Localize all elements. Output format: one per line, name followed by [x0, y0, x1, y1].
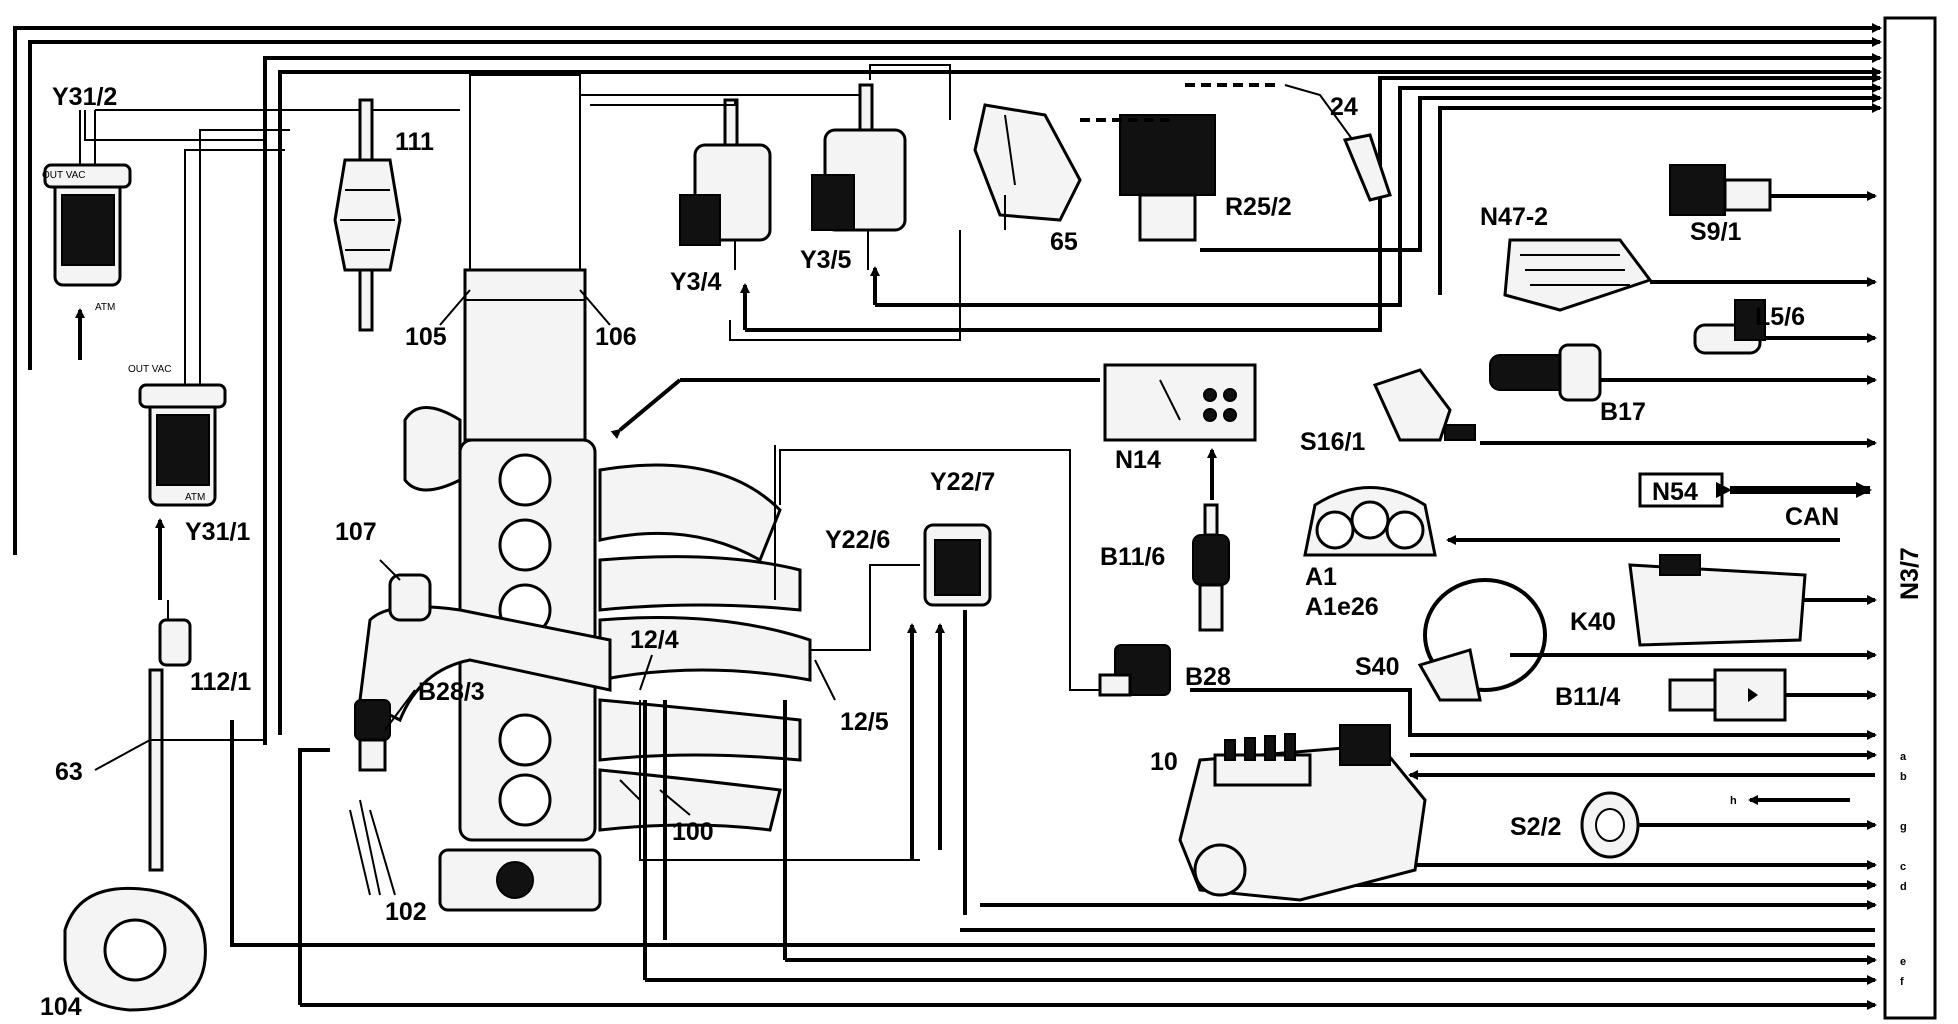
label-107: 107: [335, 518, 377, 546]
steering-wheel-s40: S40: [1355, 578, 1547, 702]
label-y22-6: Y22/6: [825, 526, 890, 554]
sensor-b11-6: B11/6: [1100, 503, 1230, 632]
instrument-cluster-a1: A1 A1e26: [1303, 486, 1437, 621]
label-y22-7: Y22/7: [930, 468, 995, 496]
label-65: 65: [1050, 228, 1078, 256]
label-12-5: 12/5: [840, 708, 889, 736]
label-a1: A1: [1305, 563, 1337, 591]
vacuum-pump-104: 104 63: [40, 668, 265, 1021]
module-n14: N14: [1103, 363, 1257, 500]
label-24: 24: [1330, 93, 1358, 121]
label-111: 111: [395, 128, 434, 156]
sensor-l5-6: L5/6: [1693, 299, 1805, 355]
actuator-r25-2: R25/2: [1080, 83, 1292, 242]
signal-lines: [230, 191, 1877, 1010]
sensor-b28: B28: [779, 449, 1231, 697]
label-atm-mid: ATM: [185, 492, 205, 503]
switch-s16-1: S16/1: [1300, 368, 1476, 456]
intake-trunk: 105 106: [405, 74, 637, 442]
label-k40: K40: [1570, 608, 1616, 636]
valve-y22: Y22/7 Y22/6: [810, 468, 995, 915]
sensor-b11-4: B11/4: [1555, 668, 1787, 722]
label-12-4: 12/4: [630, 626, 679, 654]
label-y31-1: Y31/1: [185, 518, 250, 546]
lower-lines: [298, 378, 1100, 1005]
pin-g: g: [1900, 821, 1907, 833]
label-a1e26: A1e26: [1305, 593, 1379, 621]
label-y3-4: Y3/4: [670, 268, 722, 296]
label-s2-2: S2/2: [1510, 813, 1561, 841]
label-y31-2: Y31/2: [52, 83, 117, 111]
label-b28-3: B28/3: [418, 678, 485, 706]
label-n47-2: N47-2: [1480, 203, 1548, 231]
label-out-vac-top: OUT VAC: [42, 170, 86, 181]
switch-s9-1: S9/1: [1669, 164, 1772, 246]
switch-s2-2: S2/2: [1510, 791, 1640, 859]
vacuum-lines-top: [579, 64, 1402, 341]
sensor-b17: B17: [1489, 343, 1646, 426]
pin-h: h: [1730, 795, 1737, 807]
label-112-1: 112/1: [190, 668, 251, 696]
label-out-vac-mid: OUT VAC: [128, 364, 172, 375]
label-104: 104: [40, 993, 82, 1021]
pin-d: d: [1900, 881, 1907, 893]
accelerator-pedal-24: 24: [1284, 84, 1392, 202]
ports-12: 12/4 12/5: [630, 626, 889, 736]
top-bus-lines: [13, 23, 1882, 745]
label-b11-6: B11/6: [1100, 543, 1165, 571]
label-s40: S40: [1355, 653, 1399, 681]
label-102: 102: [385, 898, 427, 926]
label-y3-5: Y3/5: [800, 246, 852, 274]
pin-a: a: [1900, 751, 1907, 763]
fuel-filter-111: 111: [333, 98, 434, 332]
sensor-b28-3: B28/3: [354, 678, 485, 772]
label-n3-7: N3/7: [1896, 547, 1924, 600]
valve-y3-5: Y3/5: [800, 83, 907, 305]
vacuum-lines-left: [84, 109, 460, 385]
vacuum-transducer-y31-2: Y31/2 OUT VAC ATM: [42, 83, 132, 360]
label-63: 63: [55, 758, 83, 786]
can-bus-connection: N54 CAN: [1638, 472, 1872, 531]
control-module-n47-2: N47-2: [1480, 203, 1653, 312]
label-106: 106: [595, 323, 637, 351]
valve-y3-4: Y3/4: [670, 98, 772, 330]
label-b17: B17: [1600, 398, 1646, 426]
label-s9-1: S9/1: [1690, 218, 1742, 246]
label-100: 100: [672, 818, 714, 846]
pin-e: e: [1900, 956, 1906, 968]
vacuum-transducer-y31-1: OUT VAC ATM Y31/1 112/1: [128, 364, 251, 696]
injection-pump-10: 10: [1150, 724, 1427, 902]
label-n54: N54: [1652, 478, 1698, 506]
lever-65: 65: [973, 103, 1082, 256]
label-10: 10: [1150, 748, 1178, 776]
label-n14: N14: [1115, 446, 1161, 474]
label-s16-1: S16/1: [1300, 428, 1365, 456]
label-l5-6: L5/6: [1755, 303, 1805, 331]
callouts-100-102: 100 102: [349, 779, 714, 926]
label-b11-4: B11/4: [1555, 683, 1620, 711]
label-b28: B28: [1185, 663, 1231, 691]
pin-b: b: [1900, 771, 1907, 783]
label-atm-top: ATM: [95, 302, 115, 313]
label-can: CAN: [1785, 503, 1839, 531]
relay-module-k40: K40: [1570, 554, 1807, 647]
pin-f: f: [1900, 976, 1904, 988]
pin-c: c: [1900, 861, 1906, 873]
label-r25-2: R25/2: [1225, 193, 1292, 221]
connector-pins: a b h g c d e f: [1730, 751, 1907, 988]
label-105: 105: [405, 323, 447, 351]
control-unit-n3-7: N3/7: [1883, 16, 1937, 1020]
component-107: 107: [335, 518, 432, 622]
